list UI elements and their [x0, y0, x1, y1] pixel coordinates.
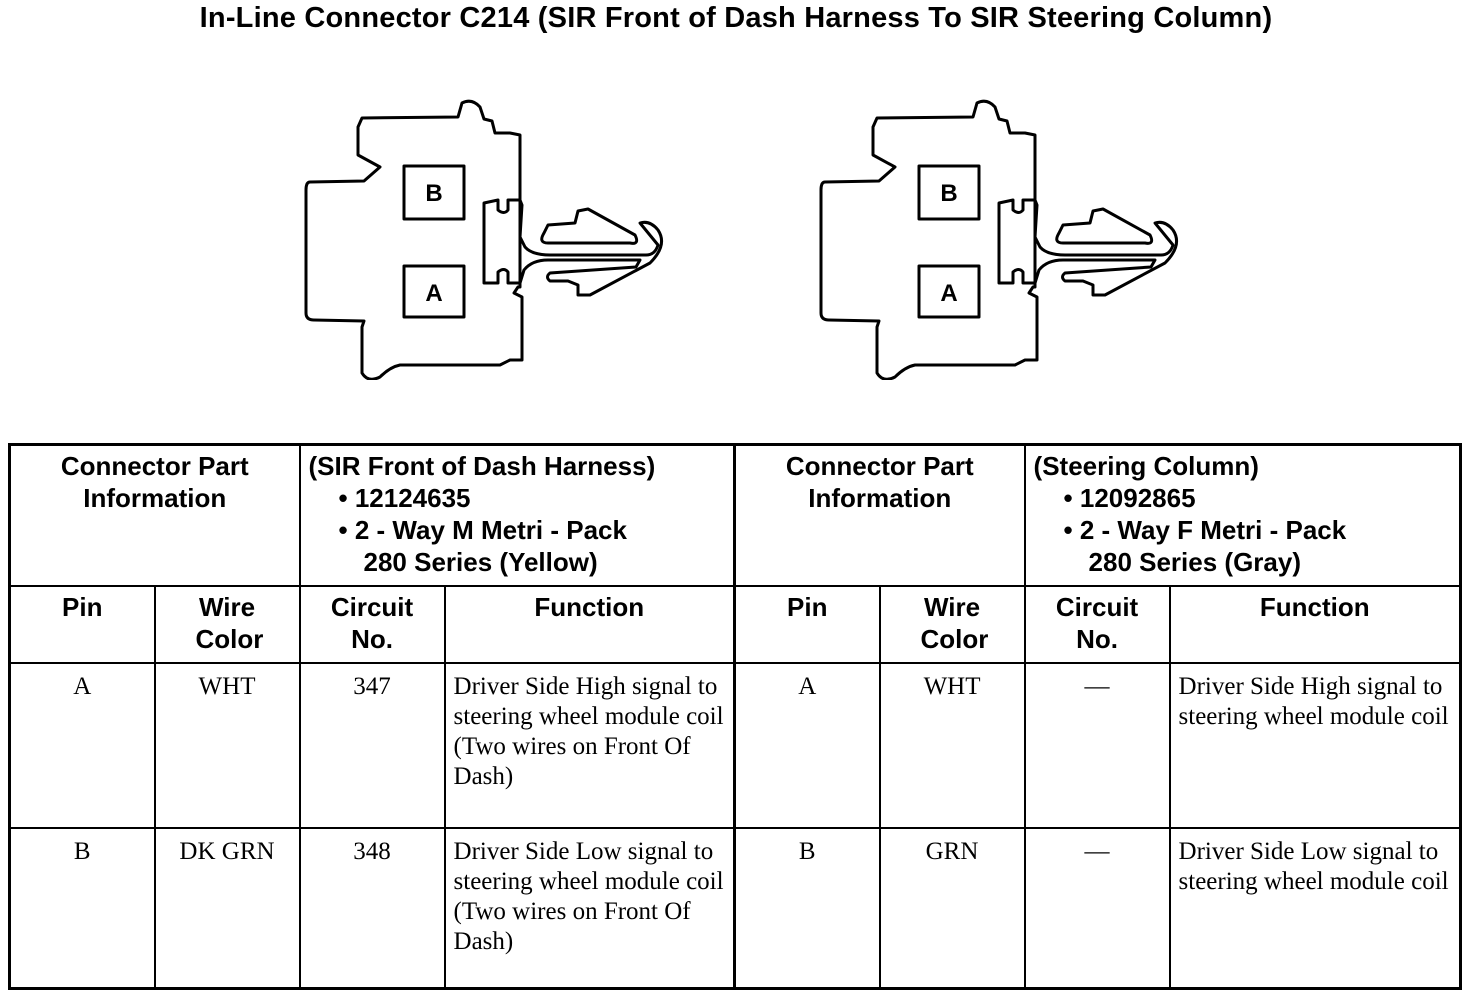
cavity-label-a: A: [425, 280, 442, 307]
wire-color-cell: WHT: [878, 661, 1026, 829]
header-circuit: Circuit No.: [298, 585, 446, 664]
page-title: In-Line Connector C214 (SIR Front of Das…: [199, 2, 1273, 34]
function-cell: Driver Side High signal to steering whee…: [1168, 661, 1462, 829]
part-series: 280 Series (Gray): [1088, 547, 1301, 577]
header-wire-color: Wire Color: [878, 585, 1026, 664]
function-cell: Driver Side Low signal to steering wheel…: [1168, 826, 1462, 990]
cavity-label-a: A: [940, 280, 957, 307]
part-info-steering-column: (Steering Column) • 12092865 • 2 - Way F…: [1023, 443, 1462, 588]
function-cell: Driver Side Low signal to steering wheel…: [443, 826, 737, 990]
cavity-label-b: B: [940, 180, 957, 207]
connector-diagram-steering-column: B A: [815, 95, 1185, 380]
circuit-cell: —: [1023, 661, 1171, 829]
pin-cell: B: [733, 826, 881, 990]
cavity-label-b: B: [425, 180, 442, 207]
circuit-cell: —: [1023, 826, 1171, 990]
header-pin: Pin: [733, 585, 881, 664]
part-number: • 12124635: [338, 483, 471, 513]
connector-outline-icon: B A: [819, 99, 1179, 380]
part-info-front-of-dash: (SIR Front of Dash Harness) • 12124635 •…: [298, 443, 737, 588]
part-description: • 2 - Way F Metri - Pack: [1063, 515, 1347, 545]
connector-diagram-front-of-dash: B A: [300, 95, 670, 380]
part-info-label: Connector Part Information: [733, 443, 1026, 588]
wire-color-cell: GRN: [878, 826, 1026, 990]
table-row: B DK GRN 348 Driver Side Low signal to s…: [8, 826, 1462, 990]
part-info-line: (Steering Column): [1033, 451, 1259, 481]
header-function: Function: [443, 585, 737, 664]
circuit-cell: 348: [298, 826, 446, 990]
circuit-cell: 347: [298, 661, 446, 829]
part-info-label: Connector Part Information: [8, 443, 301, 588]
table-row: A WHT 347 Driver Side High signal to ste…: [8, 661, 1462, 829]
connector-outline-icon: B A: [304, 99, 664, 380]
part-info-line: (SIR Front of Dash Harness): [308, 451, 656, 481]
header-pin: Pin: [8, 585, 156, 664]
pin-cell: A: [733, 661, 881, 829]
column-header-row: Pin Wire Color Circuit No. Function Pin …: [8, 585, 1462, 664]
header-function: Function: [1168, 585, 1462, 664]
pinout-table: Connector Part Information (SIR Front of…: [8, 443, 1463, 990]
part-series: 280 Series (Yellow): [363, 547, 598, 577]
pin-cell: B: [8, 826, 156, 990]
header-wire-color: Wire Color: [153, 585, 301, 664]
wire-color-cell: WHT: [153, 661, 301, 829]
header-circuit: Circuit No.: [1023, 585, 1171, 664]
part-number: • 12092865: [1063, 483, 1196, 513]
part-description: • 2 - Way M Metri - Pack: [338, 515, 627, 545]
function-cell: Driver Side High signal to steering whee…: [443, 661, 737, 829]
wire-color-cell: DK GRN: [153, 826, 301, 990]
part-info-row: Connector Part Information (SIR Front of…: [8, 443, 1462, 588]
pin-cell: A: [8, 661, 156, 829]
